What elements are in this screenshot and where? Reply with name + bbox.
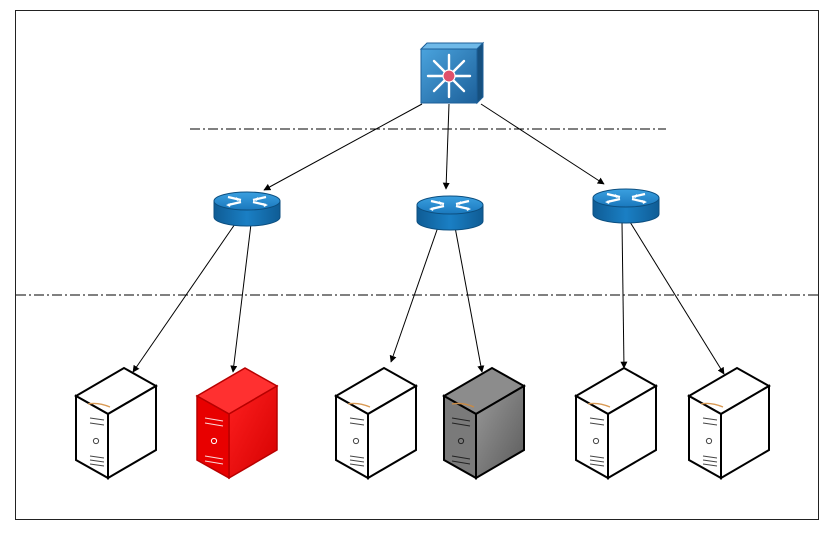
diagram-frame bbox=[15, 10, 819, 520]
edge-router-3-server-6 bbox=[629, 221, 725, 375]
edge-router-1-server-2 bbox=[230, 223, 252, 373]
edge-router-3-server-5 bbox=[620, 221, 628, 369]
edge-core-router-3 bbox=[480, 103, 605, 185]
edge-router-2-server-4 bbox=[454, 226, 485, 373]
router-icon bbox=[591, 187, 661, 225]
multilayer-switch-icon bbox=[419, 41, 485, 105]
router-icon bbox=[212, 190, 282, 228]
server-icon bbox=[573, 366, 659, 480]
server-icon bbox=[73, 366, 159, 480]
edge-core-router-2 bbox=[442, 103, 450, 190]
edge-router-1-server-1 bbox=[132, 223, 236, 373]
server-icon bbox=[333, 366, 419, 480]
edge-router-2-server-3 bbox=[389, 226, 439, 363]
server-icon bbox=[441, 366, 527, 480]
edge-core-router-1 bbox=[263, 103, 423, 191]
router-icon bbox=[415, 194, 485, 232]
server-icon bbox=[686, 366, 772, 480]
server-icon bbox=[195, 367, 279, 480]
